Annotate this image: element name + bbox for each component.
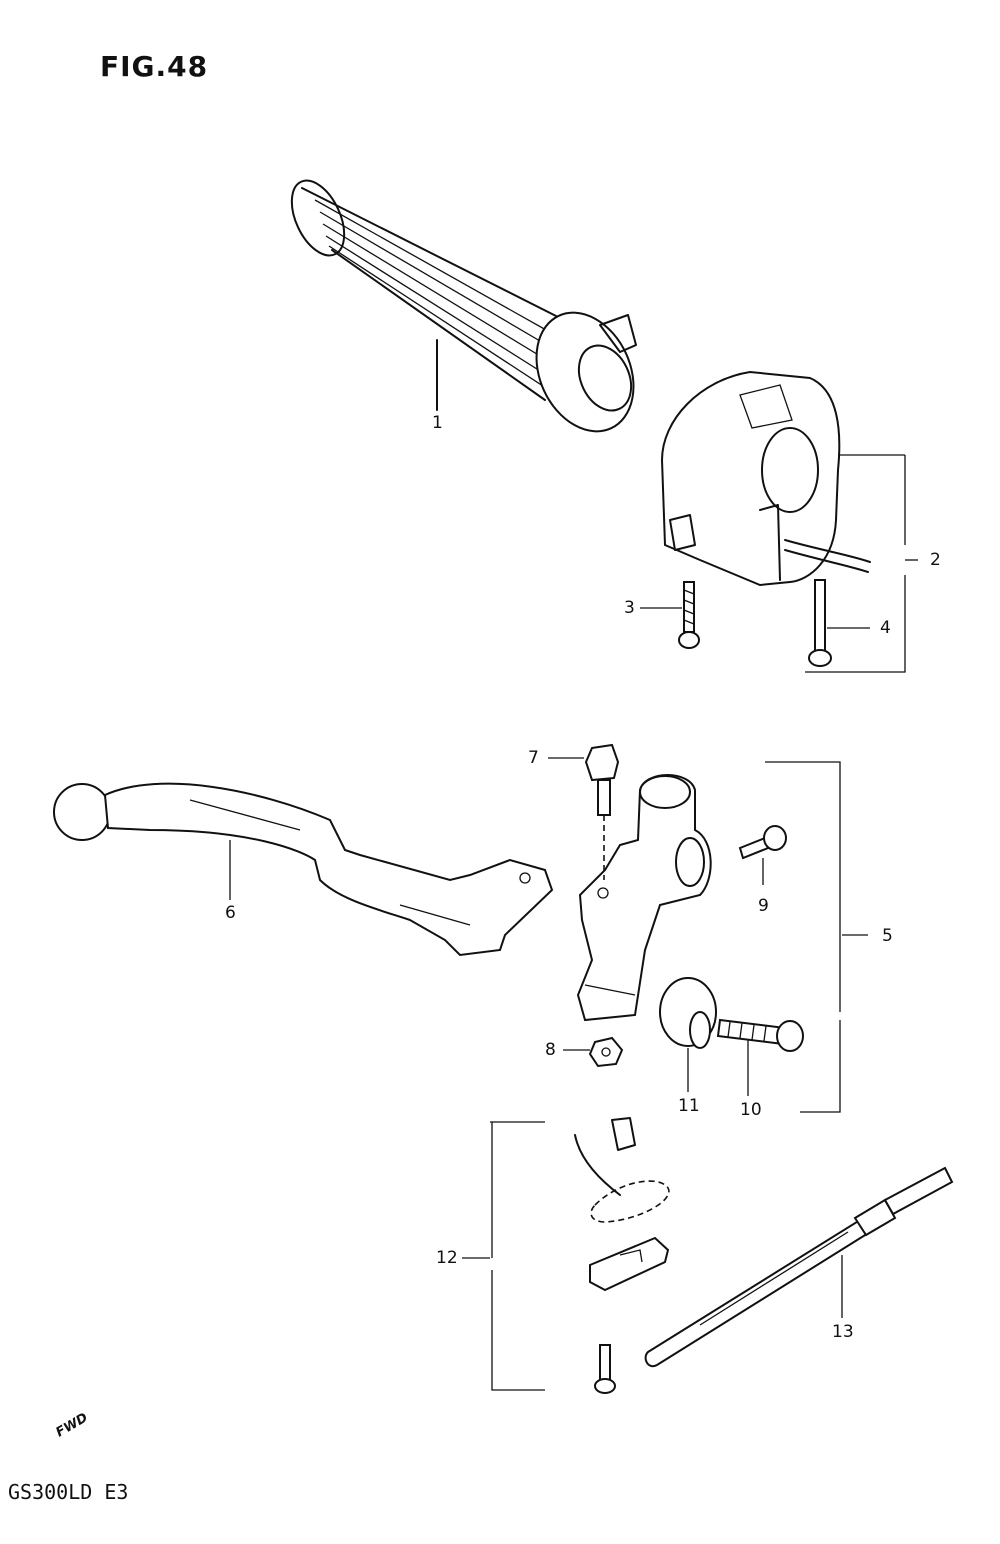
callout-9: 9 [758,896,769,916]
bracket-5 [765,761,841,1113]
clutch-lever [53,782,554,957]
callout-5: 5 [882,926,893,946]
callout-12: 12 [436,1248,458,1268]
switch-set [574,1117,670,1394]
model-code: GS300LD E3 [8,1480,129,1504]
bracket-12 [490,1121,545,1391]
callout-6: 6 [225,903,236,923]
callout-10: 10 [740,1100,762,1120]
switch-housing [660,370,871,587]
lever-holder [576,774,712,1022]
screw-3 [678,581,700,649]
callout-11: 11 [678,1096,700,1116]
cable-tie [644,1166,954,1368]
callout-4: 4 [880,618,891,638]
figure-title: FIG.48 [100,50,209,83]
adjuster-11 [659,977,717,1049]
screw-4 [808,579,832,667]
callout-8: 8 [545,1040,556,1060]
screw-9 [738,825,787,860]
callout-3: 3 [624,598,635,618]
callout-13: 13 [832,1322,854,1342]
bolt-10 [716,1018,804,1052]
bracket-2 [805,454,906,673]
nut-8 [588,1036,624,1068]
handlebar-grip [290,179,637,433]
callout-1: 1 [432,413,443,433]
callout-7: 7 [528,748,539,768]
pivot-bolt [584,743,620,816]
callout-2: 2 [930,550,941,570]
